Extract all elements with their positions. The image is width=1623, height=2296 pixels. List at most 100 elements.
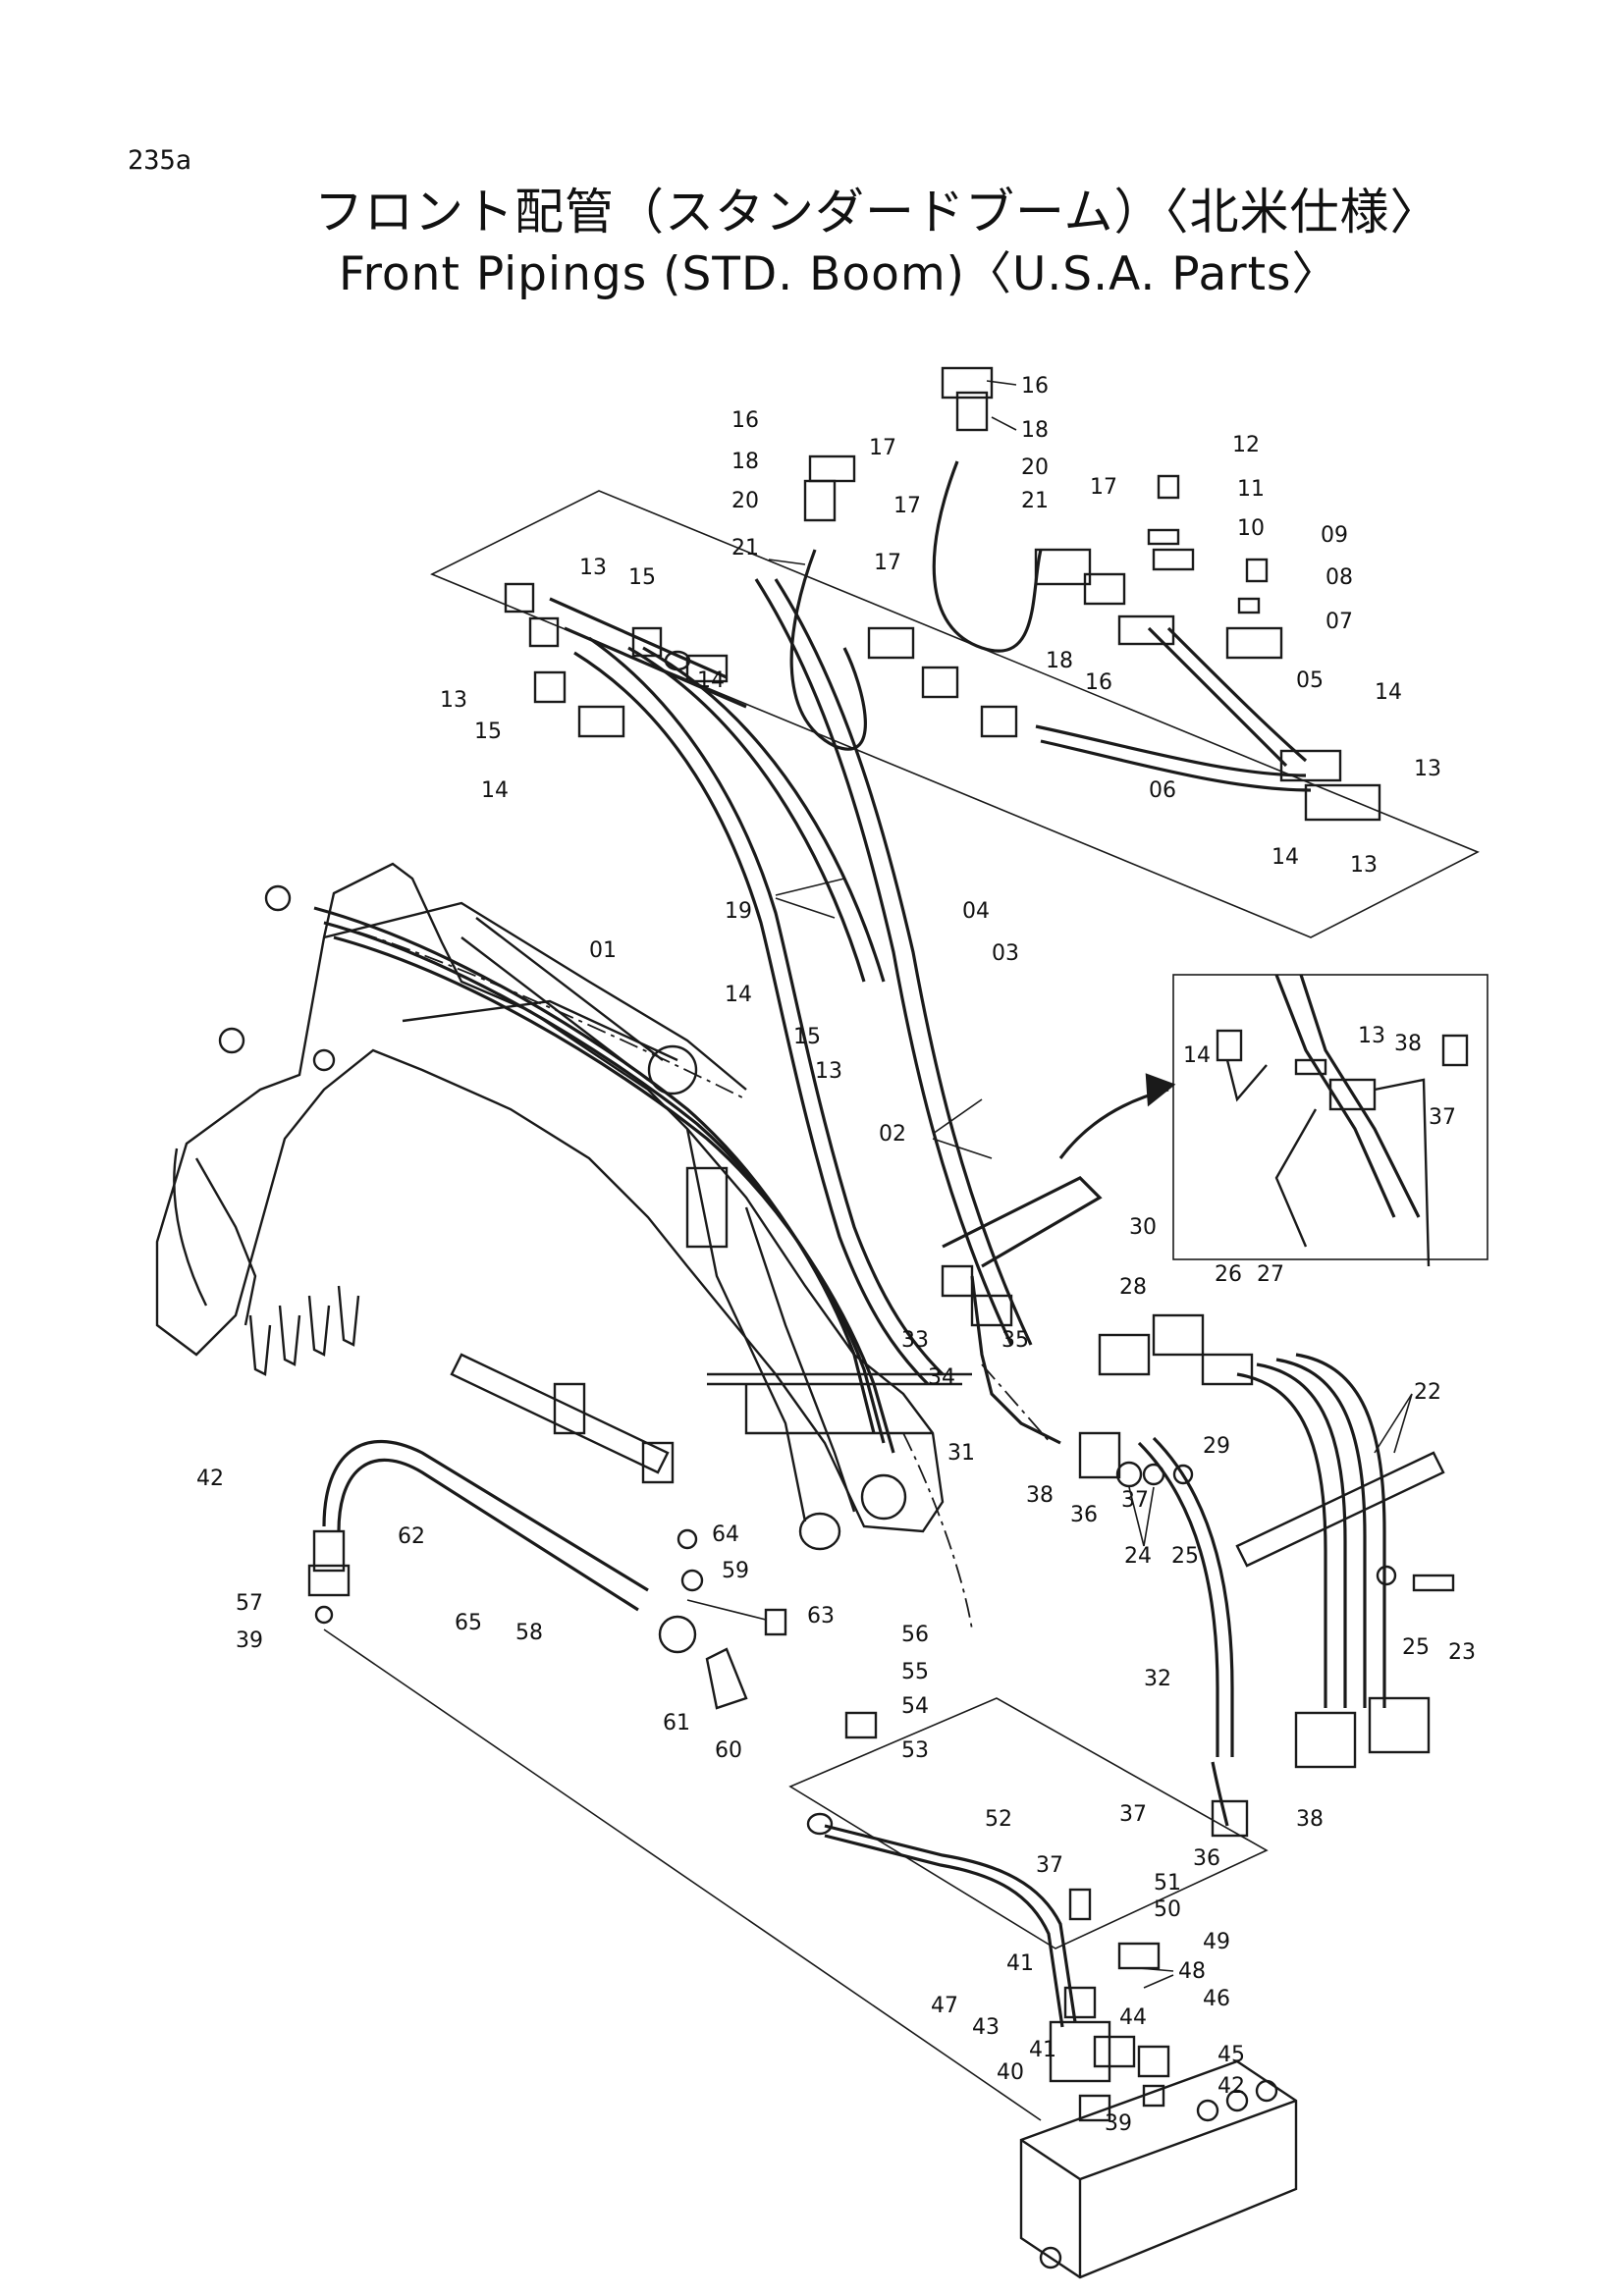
callout-25: 25 [1171, 1544, 1199, 1569]
callout-19: 19 [725, 899, 752, 924]
callout-51: 51 [1154, 1871, 1181, 1896]
callout-14: 14 [725, 983, 752, 1007]
callout-13: 13 [1414, 757, 1441, 781]
callout-50: 50 [1154, 1897, 1181, 1922]
callout-38: 38 [1296, 1807, 1324, 1832]
callout-57: 57 [236, 1591, 263, 1616]
callout-14: 14 [1271, 845, 1299, 870]
loop-hoses-21 [789, 366, 1126, 751]
callout-labels: 16 18 20 21 16 18 17 17 20 21 17 17 12 1… [196, 374, 1476, 2136]
title-english: Front Pipings (STD. Boom)〈U.S.A. Parts〉 [339, 247, 1339, 301]
page-number: 235a [128, 145, 192, 176]
callout-46: 46 [1203, 1987, 1230, 2011]
callout-34: 34 [928, 1365, 955, 1390]
callout-07: 07 [1325, 610, 1353, 634]
callout-49: 49 [1203, 1930, 1230, 1954]
callout-30: 30 [1129, 1215, 1157, 1240]
callout-58: 58 [515, 1621, 543, 1645]
callout-60: 60 [715, 1738, 742, 1763]
callout-64: 64 [712, 1522, 739, 1547]
callout-22: 22 [1414, 1380, 1441, 1405]
excavator-boom-arm-bucket [155, 862, 972, 1551]
fittings-top-left [504, 582, 747, 738]
callout-38: 38 [1394, 1032, 1422, 1056]
callout-18: 18 [1021, 418, 1049, 443]
inset-arrowhead [1145, 1073, 1176, 1107]
callout-21: 21 [731, 536, 759, 561]
callout-27: 27 [1257, 1262, 1284, 1287]
callout-31: 31 [947, 1441, 975, 1466]
callout-13: 13 [1350, 853, 1378, 878]
callout-16: 16 [1085, 670, 1112, 695]
callout-41: 41 [1006, 1951, 1034, 1976]
callout-33: 33 [901, 1328, 929, 1353]
callout-44: 44 [1119, 2005, 1147, 2030]
callout-15: 15 [628, 565, 656, 590]
callout-32: 32 [1144, 1667, 1171, 1691]
callout-24: 24 [1124, 1544, 1152, 1569]
callout-62: 62 [398, 1524, 425, 1549]
callout-03: 03 [992, 941, 1019, 966]
callout-16: 16 [731, 408, 759, 433]
callout-36: 36 [1070, 1503, 1098, 1527]
callout-55: 55 [901, 1660, 929, 1684]
callout-47: 47 [931, 1994, 958, 2018]
callout-37: 37 [1119, 1802, 1147, 1827]
callout-21: 21 [1021, 489, 1049, 513]
swing-pipe-assembly [307, 1353, 787, 1710]
callout-15: 15 [474, 720, 502, 744]
callout-37: 37 [1036, 1853, 1063, 1878]
callout-13: 13 [1358, 1024, 1385, 1048]
callout-59: 59 [722, 1559, 749, 1583]
callout-29: 29 [1203, 1434, 1230, 1459]
callout-45: 45 [1217, 2043, 1245, 2067]
callout-38: 38 [1026, 1483, 1054, 1508]
callout-13: 13 [815, 1059, 842, 1084]
callout-54: 54 [901, 1694, 929, 1719]
callout-28: 28 [1119, 1275, 1147, 1300]
callout-63: 63 [807, 1604, 835, 1629]
callout-18: 18 [1046, 649, 1073, 673]
callout-17: 17 [1090, 475, 1117, 500]
callout-36: 36 [1193, 1846, 1220, 1871]
callout-04: 04 [962, 899, 990, 924]
callout-20: 20 [1021, 455, 1049, 480]
callout-26: 26 [1215, 1262, 1242, 1287]
callout-14: 14 [697, 668, 725, 693]
detail-frame-bottom [788, 1697, 1269, 1949]
manifold-and-pipes [941, 1176, 1455, 1838]
callout-16: 16 [1021, 374, 1049, 399]
callout-42: 42 [196, 1467, 224, 1491]
callout-17: 17 [869, 436, 896, 460]
callout-02: 02 [879, 1122, 906, 1147]
leader-line-63 [686, 1599, 767, 1621]
callout-14: 14 [1375, 680, 1402, 705]
callout-65: 65 [455, 1611, 482, 1635]
callout-42: 42 [1217, 2074, 1245, 2099]
title-japanese: フロント配管（スタンダードブーム）〈北米仕様〉 [314, 184, 1440, 240]
detail-frame-top [430, 490, 1480, 938]
callout-06: 06 [1149, 778, 1176, 803]
callout-39: 39 [236, 1629, 263, 1653]
pilot-pipe-and-valve [806, 1711, 1298, 2279]
callout-17: 17 [893, 494, 921, 518]
callout-41: 41 [1029, 2038, 1056, 2062]
callout-37: 37 [1429, 1105, 1456, 1130]
leader-line-39 [323, 1629, 1042, 2121]
callout-08: 08 [1325, 565, 1353, 590]
boom-hoses-upper [573, 578, 1033, 1386]
callout-40: 40 [997, 2060, 1024, 2085]
callout-13: 13 [440, 688, 467, 713]
callout-01: 01 [589, 938, 617, 963]
callout-23: 23 [1448, 1640, 1476, 1665]
callout-14: 14 [1183, 1043, 1211, 1068]
callout-35: 35 [1001, 1328, 1029, 1353]
callout-05: 05 [1296, 668, 1324, 693]
callout-11: 11 [1237, 477, 1265, 502]
callout-39: 39 [1105, 2111, 1132, 2136]
callout-52: 52 [985, 1807, 1012, 1832]
callout-53: 53 [901, 1738, 929, 1763]
callout-10: 10 [1237, 516, 1265, 541]
callout-43: 43 [972, 2015, 1000, 2040]
